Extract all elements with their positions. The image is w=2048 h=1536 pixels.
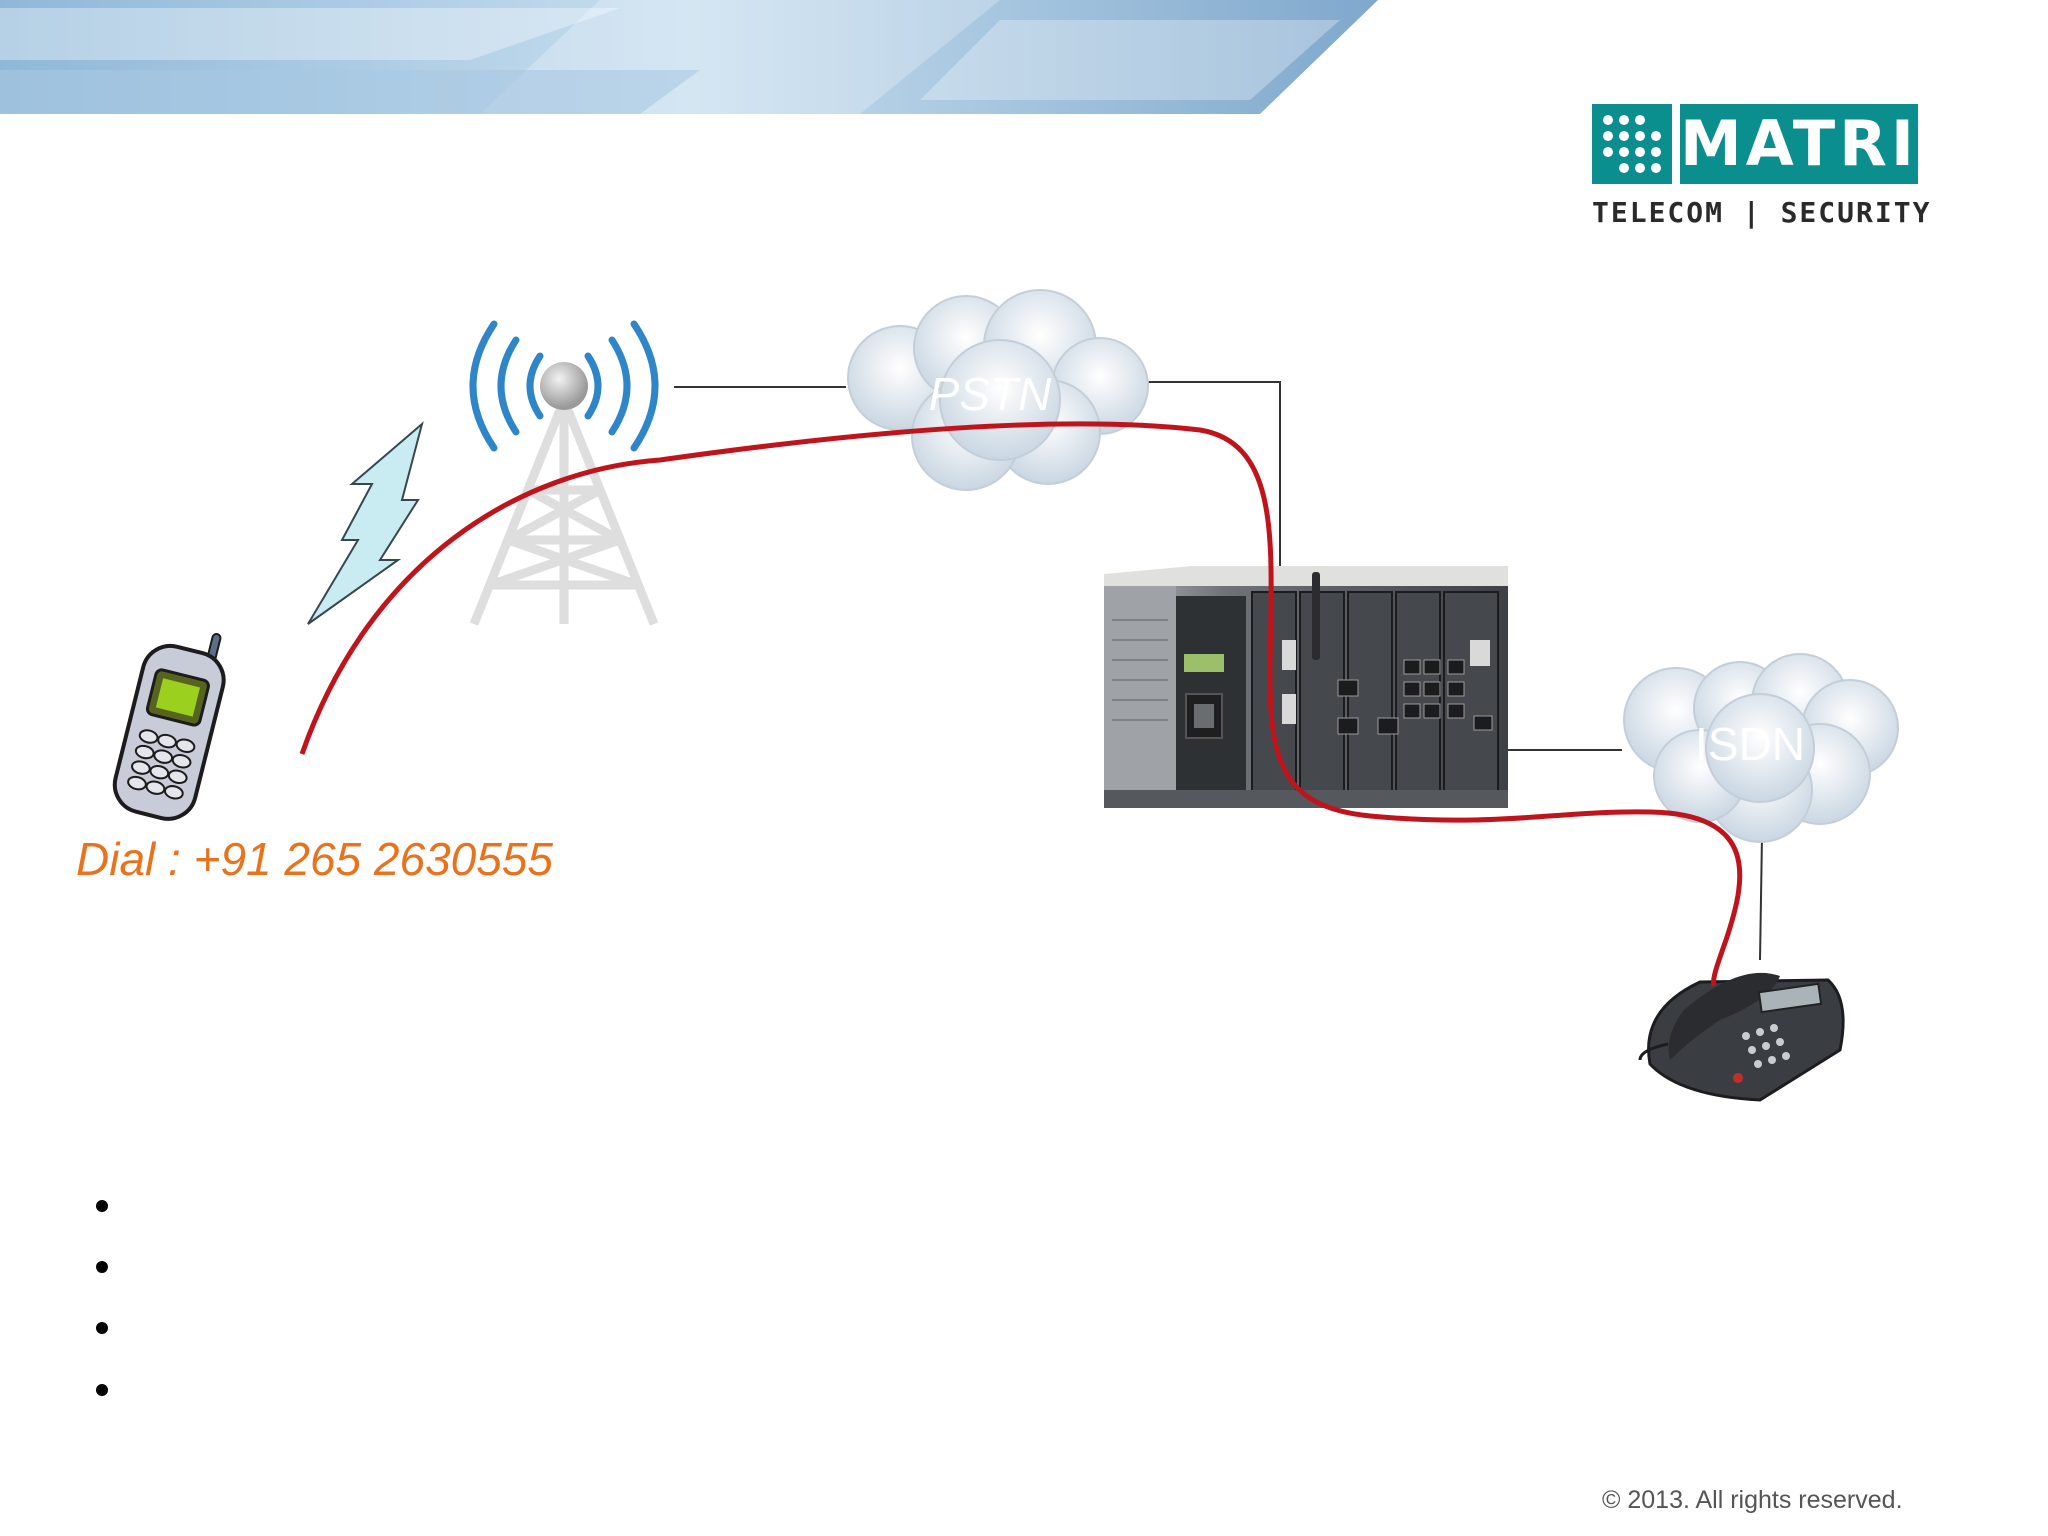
- dial-number-text: Dial : +91 265 2630555: [76, 833, 554, 885]
- bullet-point: [96, 1200, 108, 1212]
- wireless-signal-icon: [307, 421, 424, 625]
- bullet-point: [96, 1261, 108, 1273]
- logo-tagline: TELECOM | SECURITY: [1592, 196, 1932, 229]
- matrix-logo: MATRIX TELECOM | SECURITY: [1592, 104, 1966, 234]
- isdn-label: ISDN: [1695, 718, 1805, 770]
- bullet-point: [96, 1384, 108, 1396]
- mobile-phone-icon: [112, 633, 226, 821]
- call-path-line: [299, 421, 1743, 987]
- desk-phone-icon: [1638, 972, 1845, 1102]
- logo-dots-icon: [1592, 104, 1672, 184]
- pstn-cloud: PSTN: [847, 289, 1149, 491]
- pbx-chassis: [1104, 566, 1508, 808]
- pstn-label: PSTN: [929, 368, 1052, 420]
- bullet-point: [96, 1322, 108, 1334]
- isdn-cloud: ISDN: [1623, 653, 1899, 843]
- cell-tower-icon: [469, 320, 659, 626]
- header-banner: [0, 0, 1378, 114]
- connector-lines: [674, 381, 1763, 961]
- copyright-text: © 2013. All rights reserved.: [1602, 1486, 1903, 1514]
